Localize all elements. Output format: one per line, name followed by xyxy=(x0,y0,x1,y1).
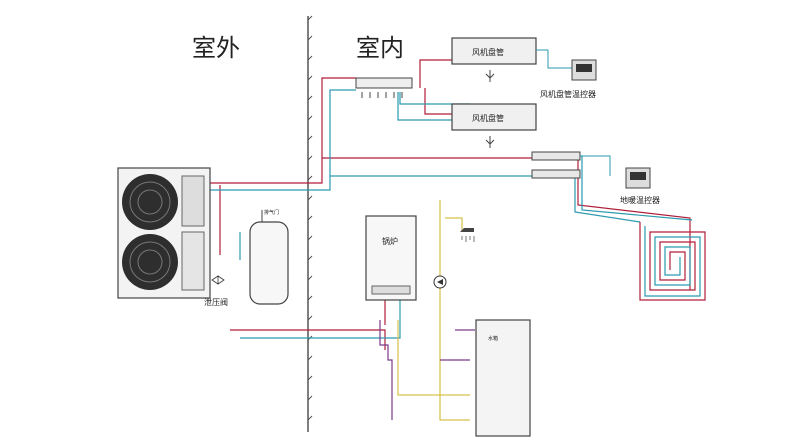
boiler: 锅炉 xyxy=(365,215,417,301)
air-vent-label: 排气门 xyxy=(264,209,279,216)
heat-pump-outdoor-unit xyxy=(117,167,211,299)
buffer-tank: 排气门 xyxy=(249,209,289,305)
shower-icon xyxy=(460,228,475,242)
floor-heating-coil xyxy=(639,222,706,301)
fan-coil-thermostat-label: 风机盘管温控器 xyxy=(540,89,596,99)
boiler-label: 锅炉 xyxy=(382,236,398,246)
fan-coil-unit-1: 风机盘管 xyxy=(451,37,537,82)
fan-coil-2-label: 风机盘管 xyxy=(472,113,504,123)
relief-valve-label: 泄压阀 xyxy=(204,297,228,307)
pump-icon xyxy=(433,275,447,289)
zone-label-outdoor: 室外 xyxy=(192,34,240,62)
hot-water-pipes xyxy=(397,200,470,421)
thermostat-icon xyxy=(576,64,592,72)
floor-heating-manifold xyxy=(531,151,581,179)
water-tank: 水箱 xyxy=(475,319,531,437)
floor-heating-thermostat-label: 地暖温控器 xyxy=(620,195,660,205)
water-tank-label: 水箱 xyxy=(488,335,498,342)
floor-heating-thermostat: 地暖温控器 xyxy=(580,155,660,205)
fan-coil-1-label: 风机盘管 xyxy=(472,47,504,57)
return-pipes xyxy=(208,89,693,339)
fan-coil-unit-2: 风机盘管 xyxy=(451,103,537,148)
wall-divider xyxy=(307,15,313,432)
zone-label-indoor: 室内 xyxy=(356,34,404,62)
relief-valve: 泄压阀 xyxy=(204,275,228,307)
fan-coil-thermostat: 风机盘管温控器 xyxy=(536,49,597,99)
distribution-manifold xyxy=(355,77,413,98)
purple-pipes xyxy=(379,320,475,420)
